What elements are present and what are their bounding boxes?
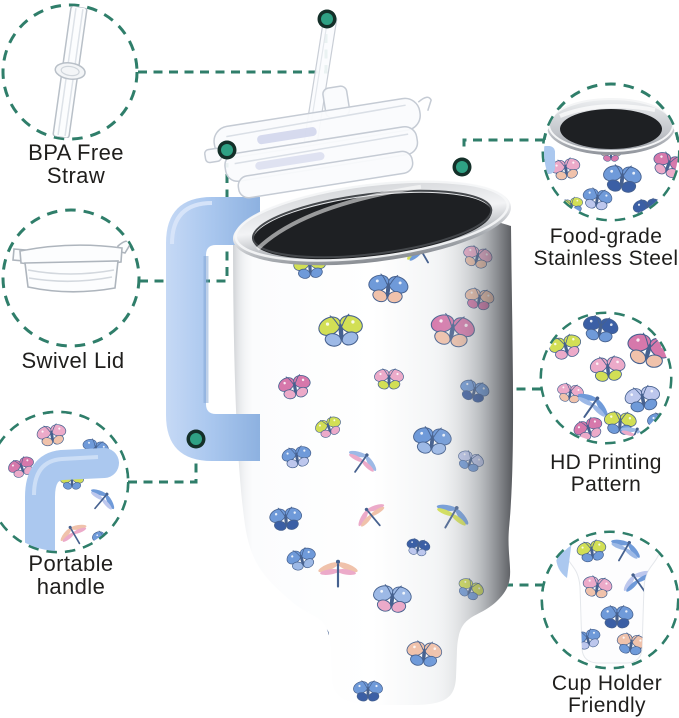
stainless-steel-icon bbox=[544, 98, 678, 219]
connector-handle bbox=[128, 452, 198, 484]
callout-circle-straw bbox=[1, 3, 139, 141]
anchor-dot-straw bbox=[317, 9, 337, 29]
tumbler-lid bbox=[204, 85, 432, 199]
callout-circle-pattern bbox=[539, 311, 673, 445]
hd-pattern-icon bbox=[542, 314, 670, 442]
straw-icon bbox=[52, 6, 88, 138]
cup-holder-icon bbox=[543, 533, 677, 667]
connector-straw bbox=[138, 33, 328, 74]
connector-steel bbox=[462, 138, 544, 153]
anchor-dot-steel bbox=[452, 157, 472, 177]
handle-label: Portable handle bbox=[28, 551, 114, 599]
tumbler-rim bbox=[232, 180, 512, 266]
callout-circles bbox=[0, 3, 679, 670]
callout-circle-cupholder bbox=[540, 530, 679, 670]
anchor-dot-lid bbox=[217, 140, 237, 160]
lid-label: Swivel Lid bbox=[21, 348, 125, 373]
portable-handle-icon bbox=[0, 413, 127, 551]
callout-circle-handle bbox=[0, 410, 130, 554]
callout-circle-steel bbox=[541, 82, 679, 222]
cupholder-label: Cup Holder Friendly bbox=[551, 672, 663, 717]
swivel-lid-icon bbox=[12, 240, 132, 293]
steel-label: Food-grade Stainless Steel bbox=[533, 225, 679, 270]
straw-label: BPA Free Straw bbox=[28, 140, 124, 188]
tumbler-illustration bbox=[166, 14, 514, 705]
anchor-dots bbox=[186, 9, 472, 449]
anchor-dot-handle bbox=[186, 429, 206, 449]
tumbler-handle bbox=[166, 197, 260, 461]
tumbler-shadow bbox=[233, 205, 514, 705]
callout-circle-lid bbox=[1, 208, 141, 348]
pattern-label: HD Printing Pattern bbox=[550, 451, 662, 496]
